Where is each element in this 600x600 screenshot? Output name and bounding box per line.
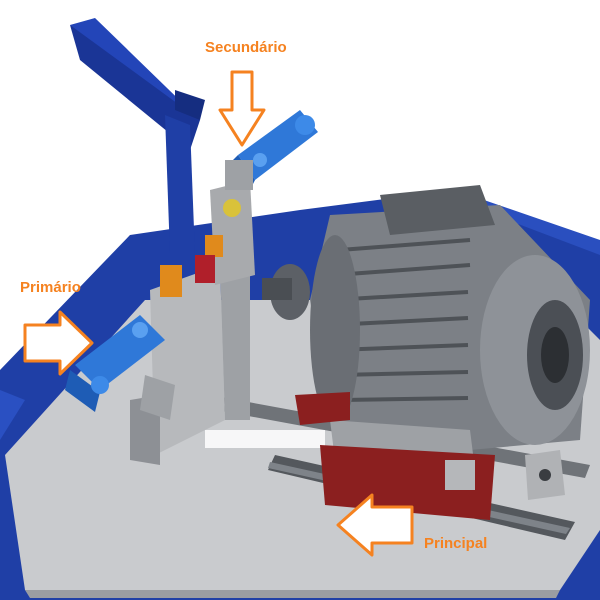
motor-shaft (262, 264, 310, 320)
label-primario: Primário (20, 279, 81, 296)
cylinder-primario (65, 315, 175, 420)
electric-motor (310, 185, 590, 450)
arrow-primario-icon (23, 310, 94, 376)
cylinder-secundario (225, 110, 318, 190)
arrow-secundario-icon (218, 70, 266, 147)
label-principal: Principal (424, 535, 487, 552)
feed-chute (70, 18, 205, 255)
arrow-principal-icon (336, 493, 414, 557)
orange-blocks (160, 199, 241, 297)
label-secundario: Secundário (205, 39, 287, 56)
